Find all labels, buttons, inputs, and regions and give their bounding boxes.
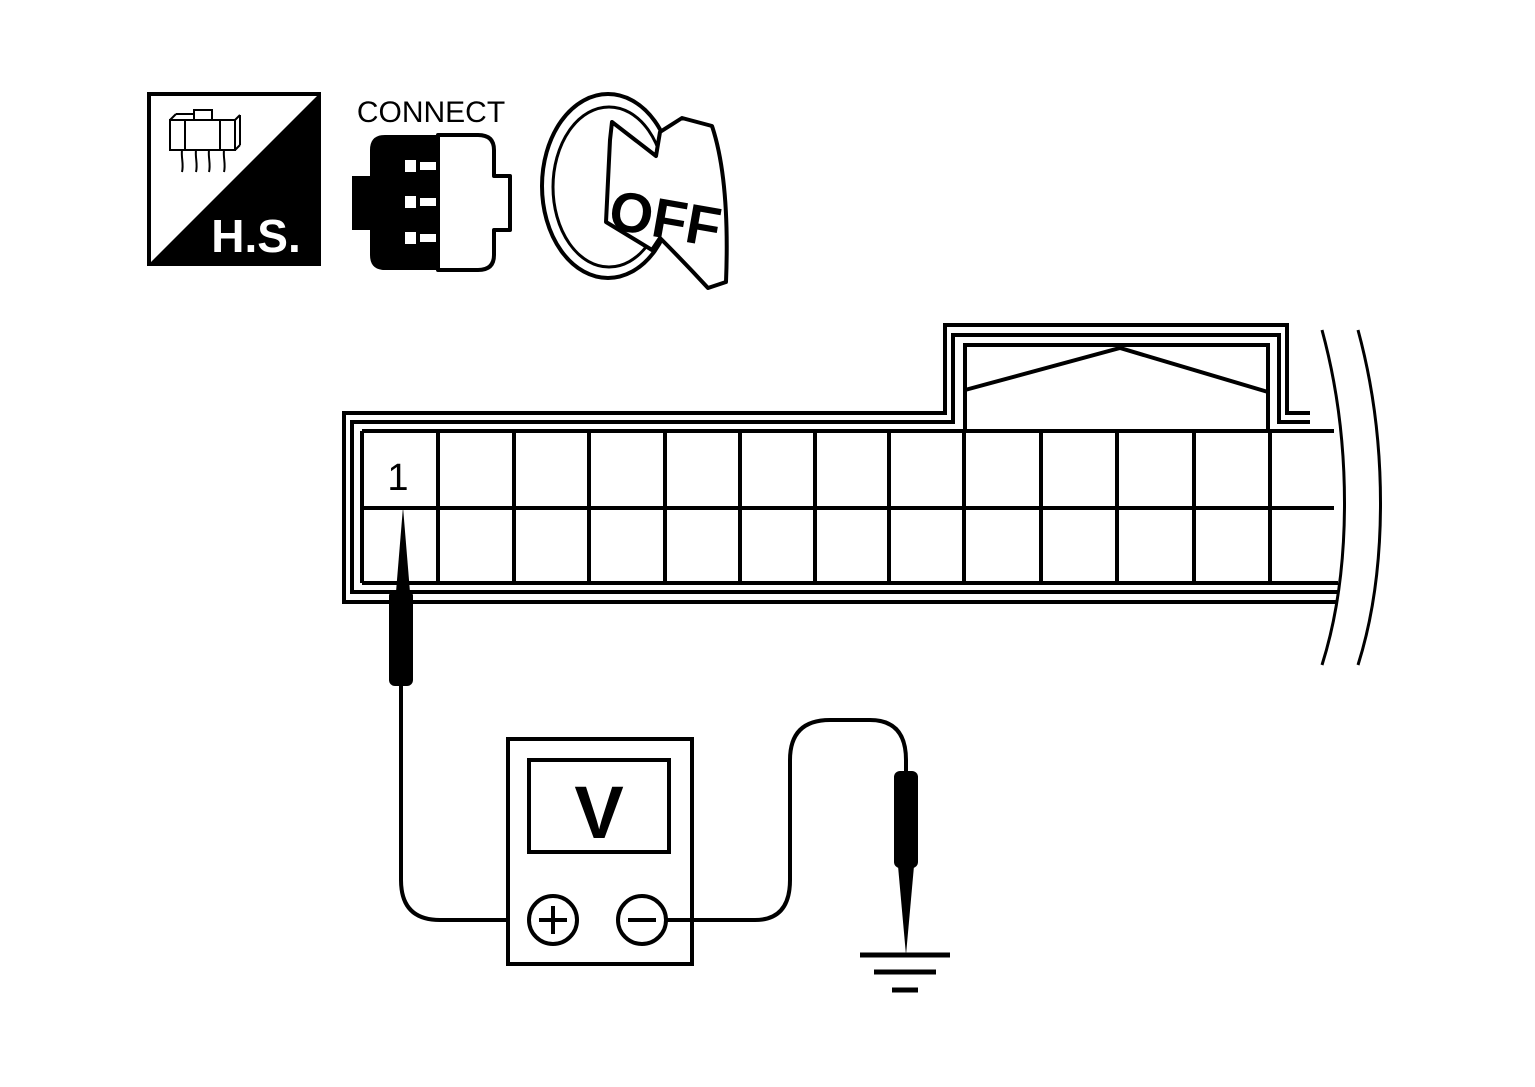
- meter-display-label: V: [574, 771, 623, 854]
- harness-side-icon: H.S.: [147, 92, 321, 266]
- voltmeter: V + −: [506, 737, 694, 966]
- ground-icon: [860, 952, 950, 993]
- harness-connector: 1: [342, 323, 1382, 666]
- connect-label: CONNECT: [357, 96, 505, 129]
- positive-probe: [389, 507, 528, 922]
- cavity-grid: [360, 429, 1338, 585]
- positive-terminal: +: [527, 894, 579, 946]
- pin-1-label: 1: [387, 457, 408, 499]
- ignition-off-icon: OFF: [540, 92, 729, 290]
- harness-side-label: H.S.: [211, 210, 300, 262]
- positive-symbol: +: [553, 919, 554, 921]
- negative-symbol: −: [642, 919, 643, 921]
- ignition-key-icon: [604, 116, 729, 290]
- connector-break-marks: [1320, 329, 1382, 666]
- negative-terminal: −: [616, 894, 668, 946]
- connector-lock-tab: [963, 343, 1270, 433]
- meter-display: [527, 758, 671, 854]
- connector-plug-icon: [352, 135, 438, 270]
- mini-connector-icon: [169, 109, 241, 173]
- negative-probe: [666, 718, 918, 955]
- connector-socket-icon: [416, 133, 512, 272]
- connector-connect-icon: CONNECT: [352, 96, 512, 272]
